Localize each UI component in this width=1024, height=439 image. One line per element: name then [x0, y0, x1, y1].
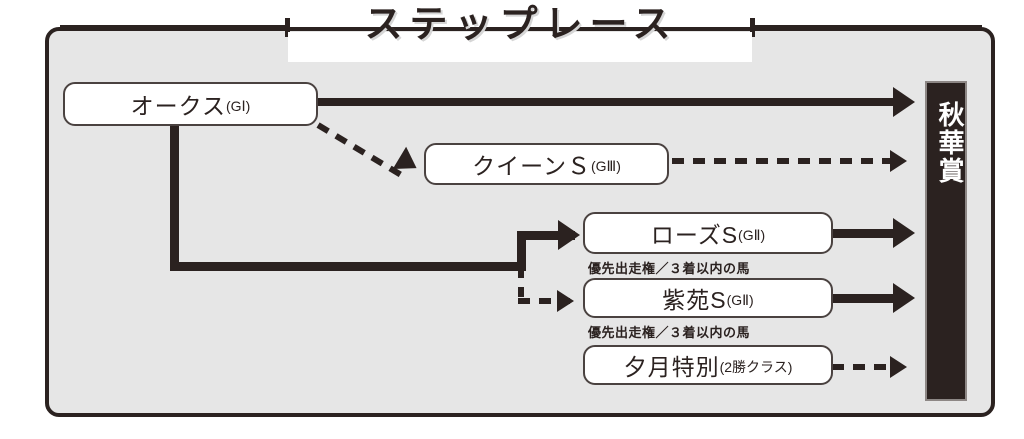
connector-branch-down-to-shion	[518, 268, 525, 304]
note-rose-s: 優先出走権／３着以内の馬	[588, 261, 751, 276]
race-grade-oaks: (GⅠ)	[225, 97, 251, 114]
note-shion-s: 優先出走権／３着以内の馬	[588, 325, 751, 340]
connector-oaks-down	[170, 122, 179, 270]
race-name-yuzuki: 夕月特別	[623, 354, 720, 380]
arrowhead-shion-to-goal	[893, 283, 915, 313]
title-rule-left	[60, 25, 290, 30]
arrowhead-to-shion	[557, 290, 574, 312]
title-backdrop	[288, 32, 752, 62]
arrowhead-yuzuki-to-goal	[890, 356, 907, 378]
goal-label: 秋華賞	[935, 101, 965, 185]
connector-into-shion	[518, 298, 570, 304]
connector-shion-to-goal	[832, 294, 900, 303]
race-grade-shion-s: (GⅡ)	[726, 291, 754, 308]
title-rule-right	[750, 25, 982, 30]
race-name-queen-s: クイーンＳ	[472, 153, 591, 179]
race-box-shion-s[interactable]: 紫苑S (GⅡ)	[583, 278, 833, 318]
connector-into-rose	[517, 231, 575, 240]
race-box-queen-s[interactable]: クイーンＳ (GⅢ)	[424, 143, 669, 185]
title-tick-right	[750, 18, 755, 37]
page-title: ステップレース	[364, 4, 678, 46]
connector-yuzuki-to-goal	[832, 364, 894, 370]
race-grade-queen-s: (GⅢ)	[590, 157, 621, 174]
connector-rose-to-goal	[832, 229, 900, 238]
race-grade-rose-s: (GⅡ)	[738, 226, 766, 243]
connector-oaks-to-goal	[318, 98, 898, 106]
arrowhead-rose-to-goal	[893, 218, 915, 248]
race-box-oaks[interactable]: オークス (GⅠ)	[63, 82, 318, 126]
race-box-rose-s[interactable]: ローズS (GⅡ)	[583, 212, 833, 254]
connector-up-to-rose	[517, 231, 526, 271]
race-grade-yuzuki: (2勝クラス)	[719, 359, 793, 375]
race-name-shion-s: 紫苑S	[662, 287, 727, 313]
title-tick-left	[285, 18, 290, 37]
connector-queen-to-goal	[672, 158, 894, 164]
race-box-yuzuki[interactable]: 夕月特別 (2勝クラス)	[583, 345, 833, 385]
race-name-rose-s: ローズS	[650, 222, 739, 248]
arrowhead-to-rose	[558, 220, 580, 250]
arrowhead-oaks-to-goal	[893, 87, 915, 117]
connector-oaks-right	[170, 262, 526, 271]
arrowhead-queen-to-goal	[890, 150, 907, 172]
race-name-oaks: オークス	[130, 93, 226, 119]
goal-bar-shuka-sho: 秋華賞	[925, 81, 967, 401]
